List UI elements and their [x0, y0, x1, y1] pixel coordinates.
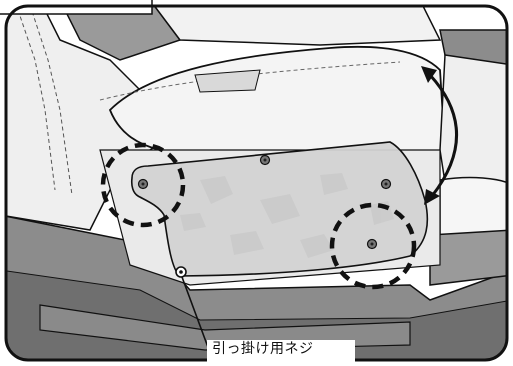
screw-top-center: [259, 154, 271, 166]
screw-right: [380, 178, 392, 190]
chair-right-lower-dark: [429, 229, 507, 286]
chair-back-upper: [148, 6, 442, 46]
armrest-flap: [194, 69, 261, 93]
label-backing: [207, 340, 355, 364]
highlight-circle-left: [100, 142, 186, 228]
chair-left-stitch: [17, 9, 56, 191]
chair-back-dark: [58, 6, 182, 61]
rotation-arrow-icon: [421, 66, 459, 205]
highlight-circle-right: [329, 202, 417, 290]
callout-leader-line: [181, 276, 210, 351]
screw-bottom-right: [366, 238, 378, 250]
screw-top-left: [137, 178, 149, 190]
hooking-screw: [175, 266, 187, 278]
hooking-screw-label: 引っ掛け用ネジ: [212, 341, 314, 357]
chair-right-roller: [439, 176, 507, 240]
chair-left-stitch-2: [29, 6, 73, 196]
chair-base-front-step: [39, 304, 411, 351]
panel-texture: [180, 173, 394, 258]
